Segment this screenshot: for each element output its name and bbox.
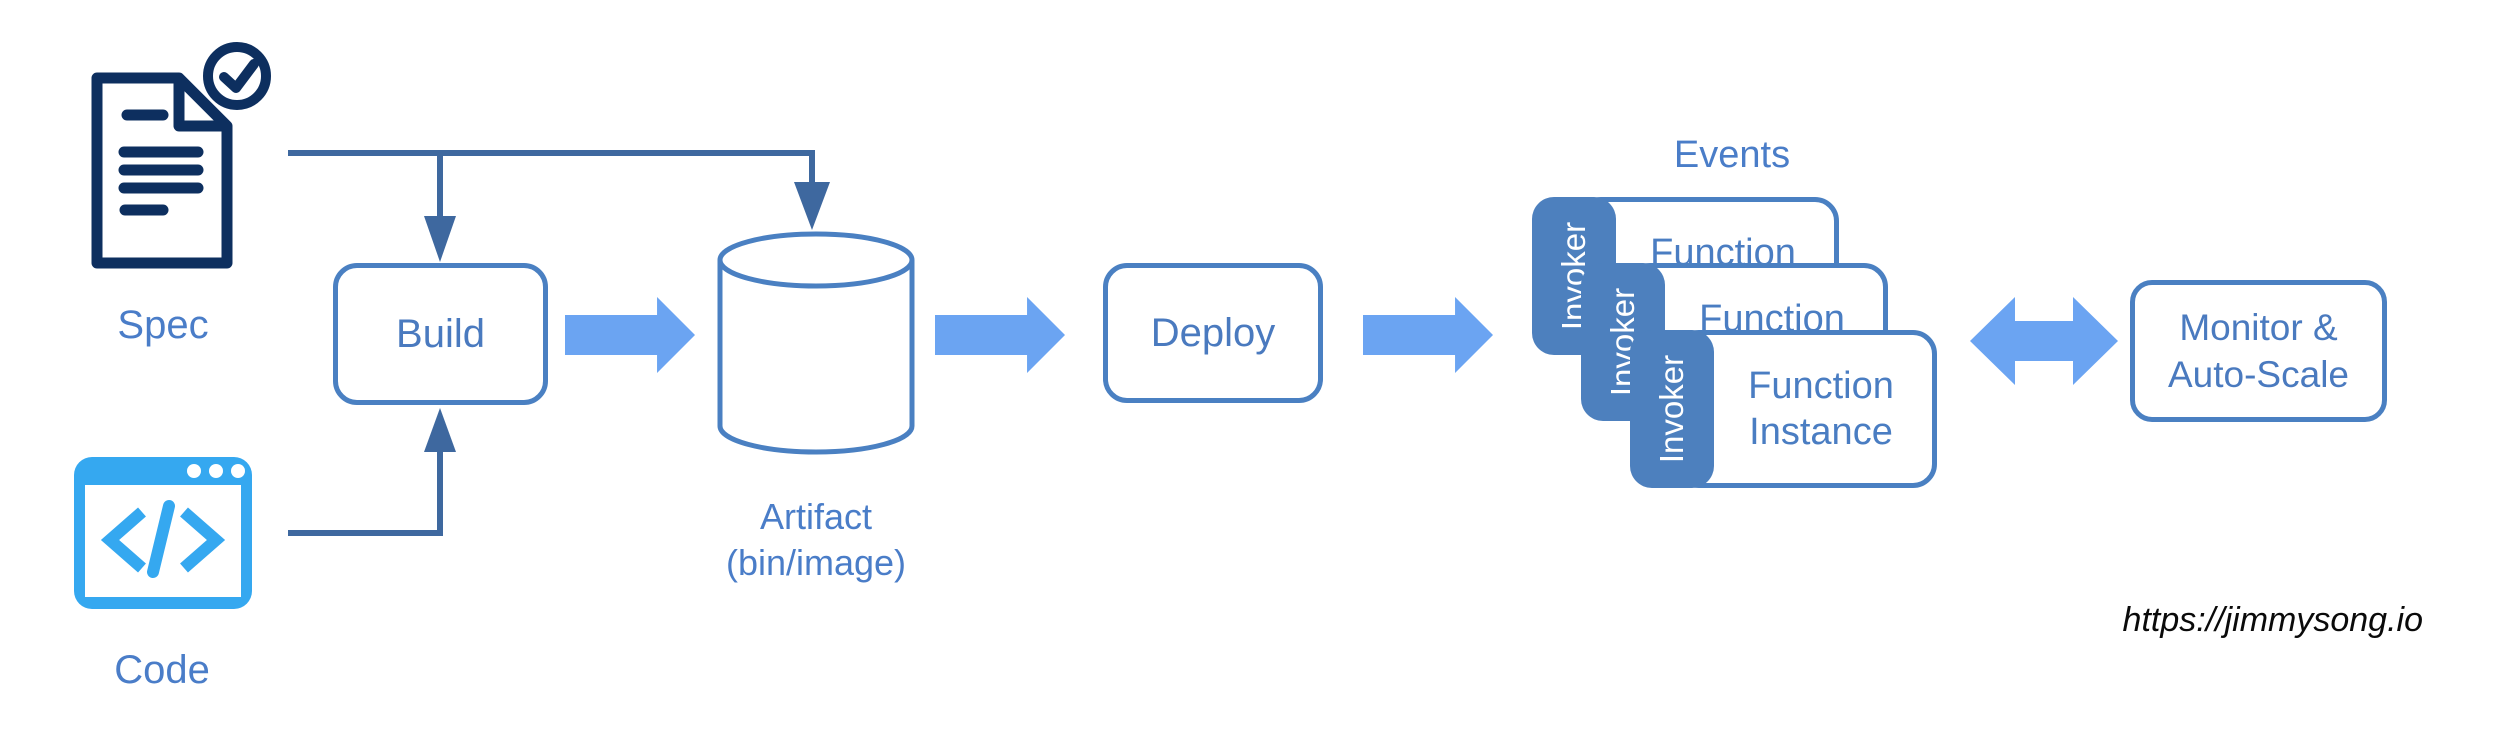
code-label: Code [114,648,210,692]
function-instance-card-3: Function Instance Invoker [1630,330,1940,488]
arrowhead-into-build-bottom [424,408,456,452]
build-node: Build [333,263,548,405]
artifact-label: Artifact (bin/image) [725,496,907,583]
arrowhead-into-artifact [794,182,830,230]
function-instance-label: Function Instance [1675,330,1937,488]
flow-arrow-build-to-artifact [565,297,695,373]
code-window-icon [74,457,252,609]
spec-document-icon [91,42,271,269]
artifact-cylinder-icon [717,231,915,455]
code-to-build-line [288,452,443,536]
invoker-tab-label: Invoker [1653,354,1690,464]
deploy-node: Deploy [1103,263,1323,403]
invoker-tab: Invoker [1630,330,1714,488]
spec-label: Spec [117,303,209,347]
flow-arrow-artifact-to-deploy [935,297,1065,373]
monitor-autoscale-node: Monitor & Auto-Scale [2130,280,2387,422]
spec-to-artifact-line [288,150,815,184]
flow-arrow-deploy-to-functions [1363,297,1493,373]
arrowhead-into-build-top [424,216,456,262]
events-label: Events [1673,134,1791,176]
attribution-text: https://jimmysong.io [2122,601,2423,639]
flow-arrow-functions-monitor-bidirectional [1970,297,2118,385]
